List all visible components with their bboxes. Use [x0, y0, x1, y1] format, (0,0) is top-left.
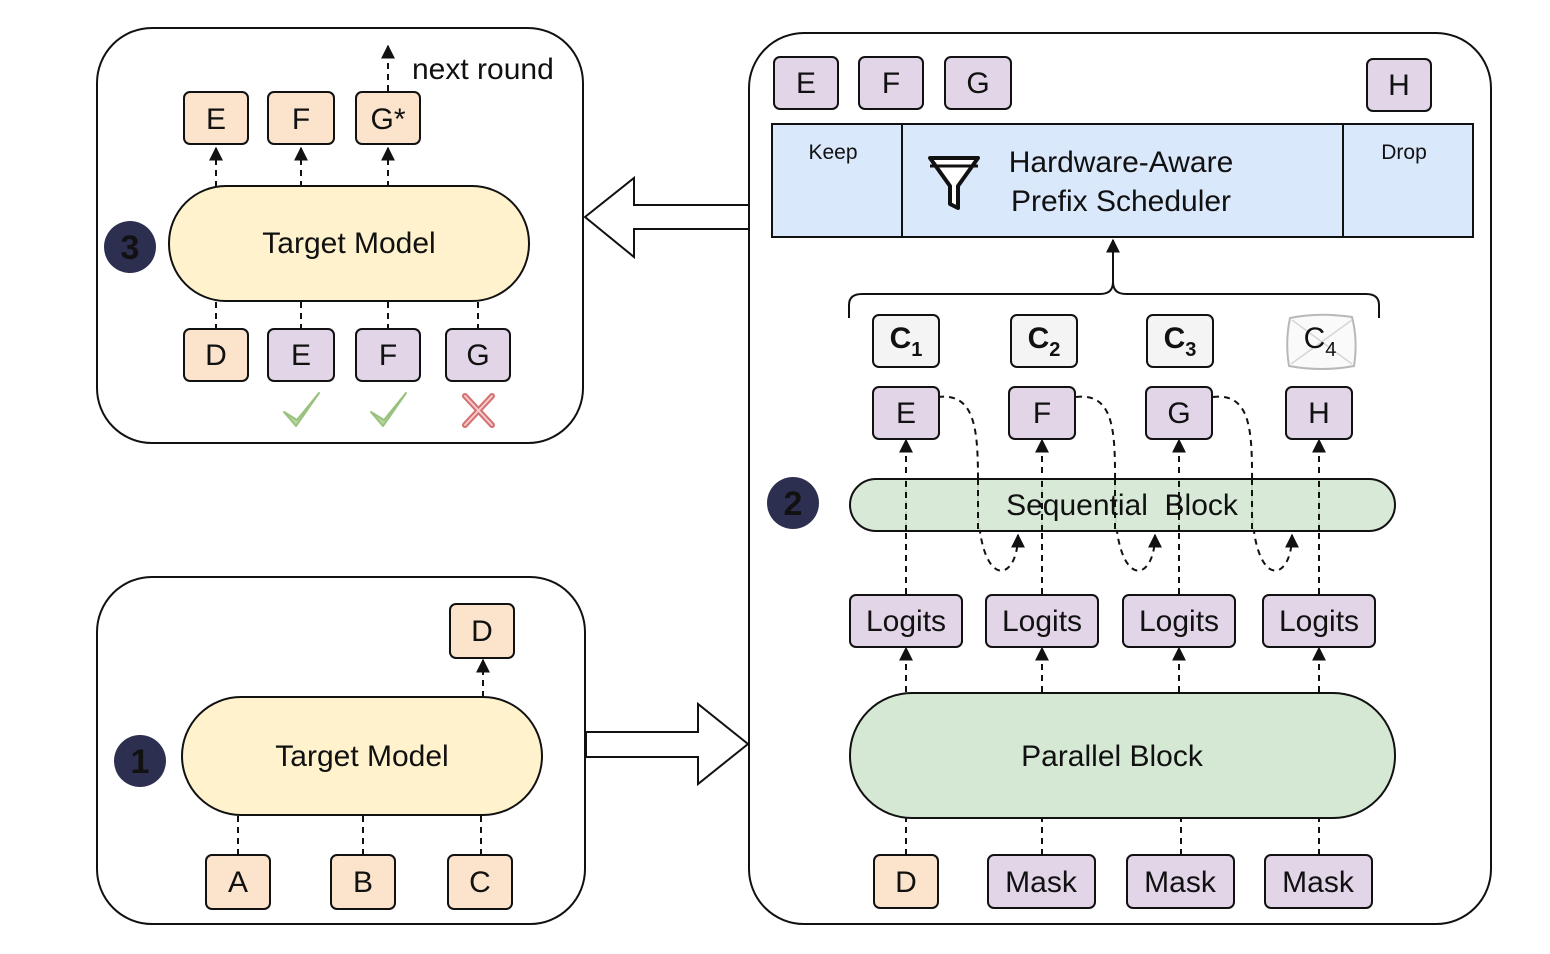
mask-token: Mask: [987, 854, 1096, 909]
svg-text:G: G: [1167, 397, 1190, 430]
prefix-scheduler: Keep Drop Hardware-Aware Prefix Schedule…: [771, 123, 1474, 238]
drop-label: Drop: [1381, 141, 1427, 164]
stage1-output-token: D: [449, 603, 515, 659]
svg-text:Logits: Logits: [866, 605, 946, 638]
svg-text:F: F: [292, 103, 310, 136]
stage3-input-token: D: [183, 328, 249, 382]
kept-token: E: [773, 56, 839, 110]
svg-text:C: C: [469, 866, 491, 899]
candidate-box: C3: [1146, 314, 1214, 368]
candidate-box: C1: [872, 314, 940, 368]
logits-box: Logits: [985, 594, 1099, 648]
scheduler-title-line1: Hardware-Aware: [1009, 146, 1234, 179]
logits-box: Logits: [849, 594, 963, 648]
stage2-group: 2 E F G H Keep Drop Hardware-Aware Prefi…: [767, 56, 1474, 909]
stage3-input-token: E: [267, 328, 335, 382]
svg-text:C3: C3: [1164, 322, 1197, 361]
svg-text:E: E: [896, 397, 916, 430]
draft-output-token: G: [1145, 386, 1213, 440]
parallel-input-token: D: [873, 854, 939, 909]
step-number-3: 3: [121, 229, 140, 267]
svg-text:Logits: Logits: [1279, 605, 1359, 638]
stage1-input-token: B: [330, 854, 396, 910]
kept-token: F: [858, 56, 924, 110]
svg-text:H: H: [1308, 397, 1330, 430]
svg-text:A: A: [228, 866, 248, 899]
svg-text:Logits: Logits: [1002, 605, 1082, 638]
target-model-3: [168, 185, 530, 302]
svg-text:G: G: [966, 67, 989, 100]
step-number-2: 2: [784, 485, 803, 523]
flow-arrow-stage1-to-stage2: [585, 701, 750, 787]
stage3-input-token: G: [445, 328, 511, 382]
stage3-output-token: E: [183, 91, 249, 145]
svg-text:Logits: Logits: [1139, 605, 1219, 638]
svg-text:D: D: [471, 615, 493, 648]
svg-text:D: D: [205, 339, 227, 372]
target-model-1-label: Target Model: [275, 740, 448, 773]
svg-text:H: H: [1388, 69, 1410, 102]
svg-text:Mask: Mask: [1282, 866, 1355, 899]
svg-text:C2: C2: [1028, 322, 1061, 361]
svg-text:E: E: [206, 103, 226, 136]
logits-box: Logits: [1122, 594, 1236, 648]
logits-box: Logits: [1262, 594, 1376, 648]
next-round-label: next round: [412, 53, 554, 86]
scheduler-title-line2: Prefix Scheduler: [1011, 185, 1231, 218]
check-icon: [283, 392, 320, 427]
stage3-input-token: F: [355, 328, 421, 382]
step-number-1: 1: [131, 743, 150, 781]
svg-text:G: G: [466, 339, 489, 372]
stage3-output-token: G*: [355, 91, 421, 145]
stage1-input-token: C: [447, 854, 513, 910]
flow-arrow-stage2-to-stage3: [583, 175, 750, 260]
cross-icon: [462, 393, 495, 428]
candidate-box-dropped: C4: [1286, 313, 1357, 370]
sequential-block: [849, 478, 1396, 532]
stage1-input-token: A: [205, 854, 271, 910]
svg-text:D: D: [895, 866, 917, 899]
svg-text:F: F: [1033, 397, 1051, 430]
svg-text:C4: C4: [1304, 322, 1337, 361]
mask-token: Mask: [1126, 854, 1235, 909]
check-icon: [370, 392, 407, 427]
parallel-block-label: Parallel Block: [1021, 740, 1204, 773]
sequential-block-label: Sequential Block: [1006, 489, 1239, 522]
funnel-icon: [928, 156, 980, 210]
svg-text:Mask: Mask: [1144, 866, 1217, 899]
svg-text:F: F: [882, 67, 900, 100]
step-badge-2: [767, 477, 819, 529]
target-model-3-label: Target Model: [262, 227, 435, 260]
draft-output-token: H: [1285, 386, 1353, 440]
svg-text:F: F: [379, 339, 397, 372]
candidate-box: C2: [1010, 314, 1078, 368]
parallel-block: [849, 692, 1396, 819]
kept-token: G: [944, 56, 1012, 110]
svg-text:Mask: Mask: [1005, 866, 1078, 899]
draft-output-token: E: [872, 386, 940, 440]
keep-label: Keep: [808, 141, 857, 164]
target-model-1: [181, 696, 543, 816]
stage3-group: 3 next round Target Model D E F G: [104, 44, 554, 428]
stage1-group: 1 Target Model A B C D: [114, 603, 543, 910]
dropped-token: H: [1366, 58, 1432, 112]
svg-text:G*: G*: [370, 103, 405, 136]
mask-token: Mask: [1264, 854, 1373, 909]
step-badge-1: [114, 735, 166, 787]
svg-text:B: B: [353, 866, 373, 899]
svg-text:E: E: [291, 339, 311, 372]
draft-output-token: F: [1008, 386, 1076, 440]
svg-text:C1: C1: [890, 322, 923, 361]
svg-text:E: E: [796, 67, 816, 100]
step-badge-3: [104, 221, 156, 273]
stage3-output-token: F: [267, 91, 335, 145]
